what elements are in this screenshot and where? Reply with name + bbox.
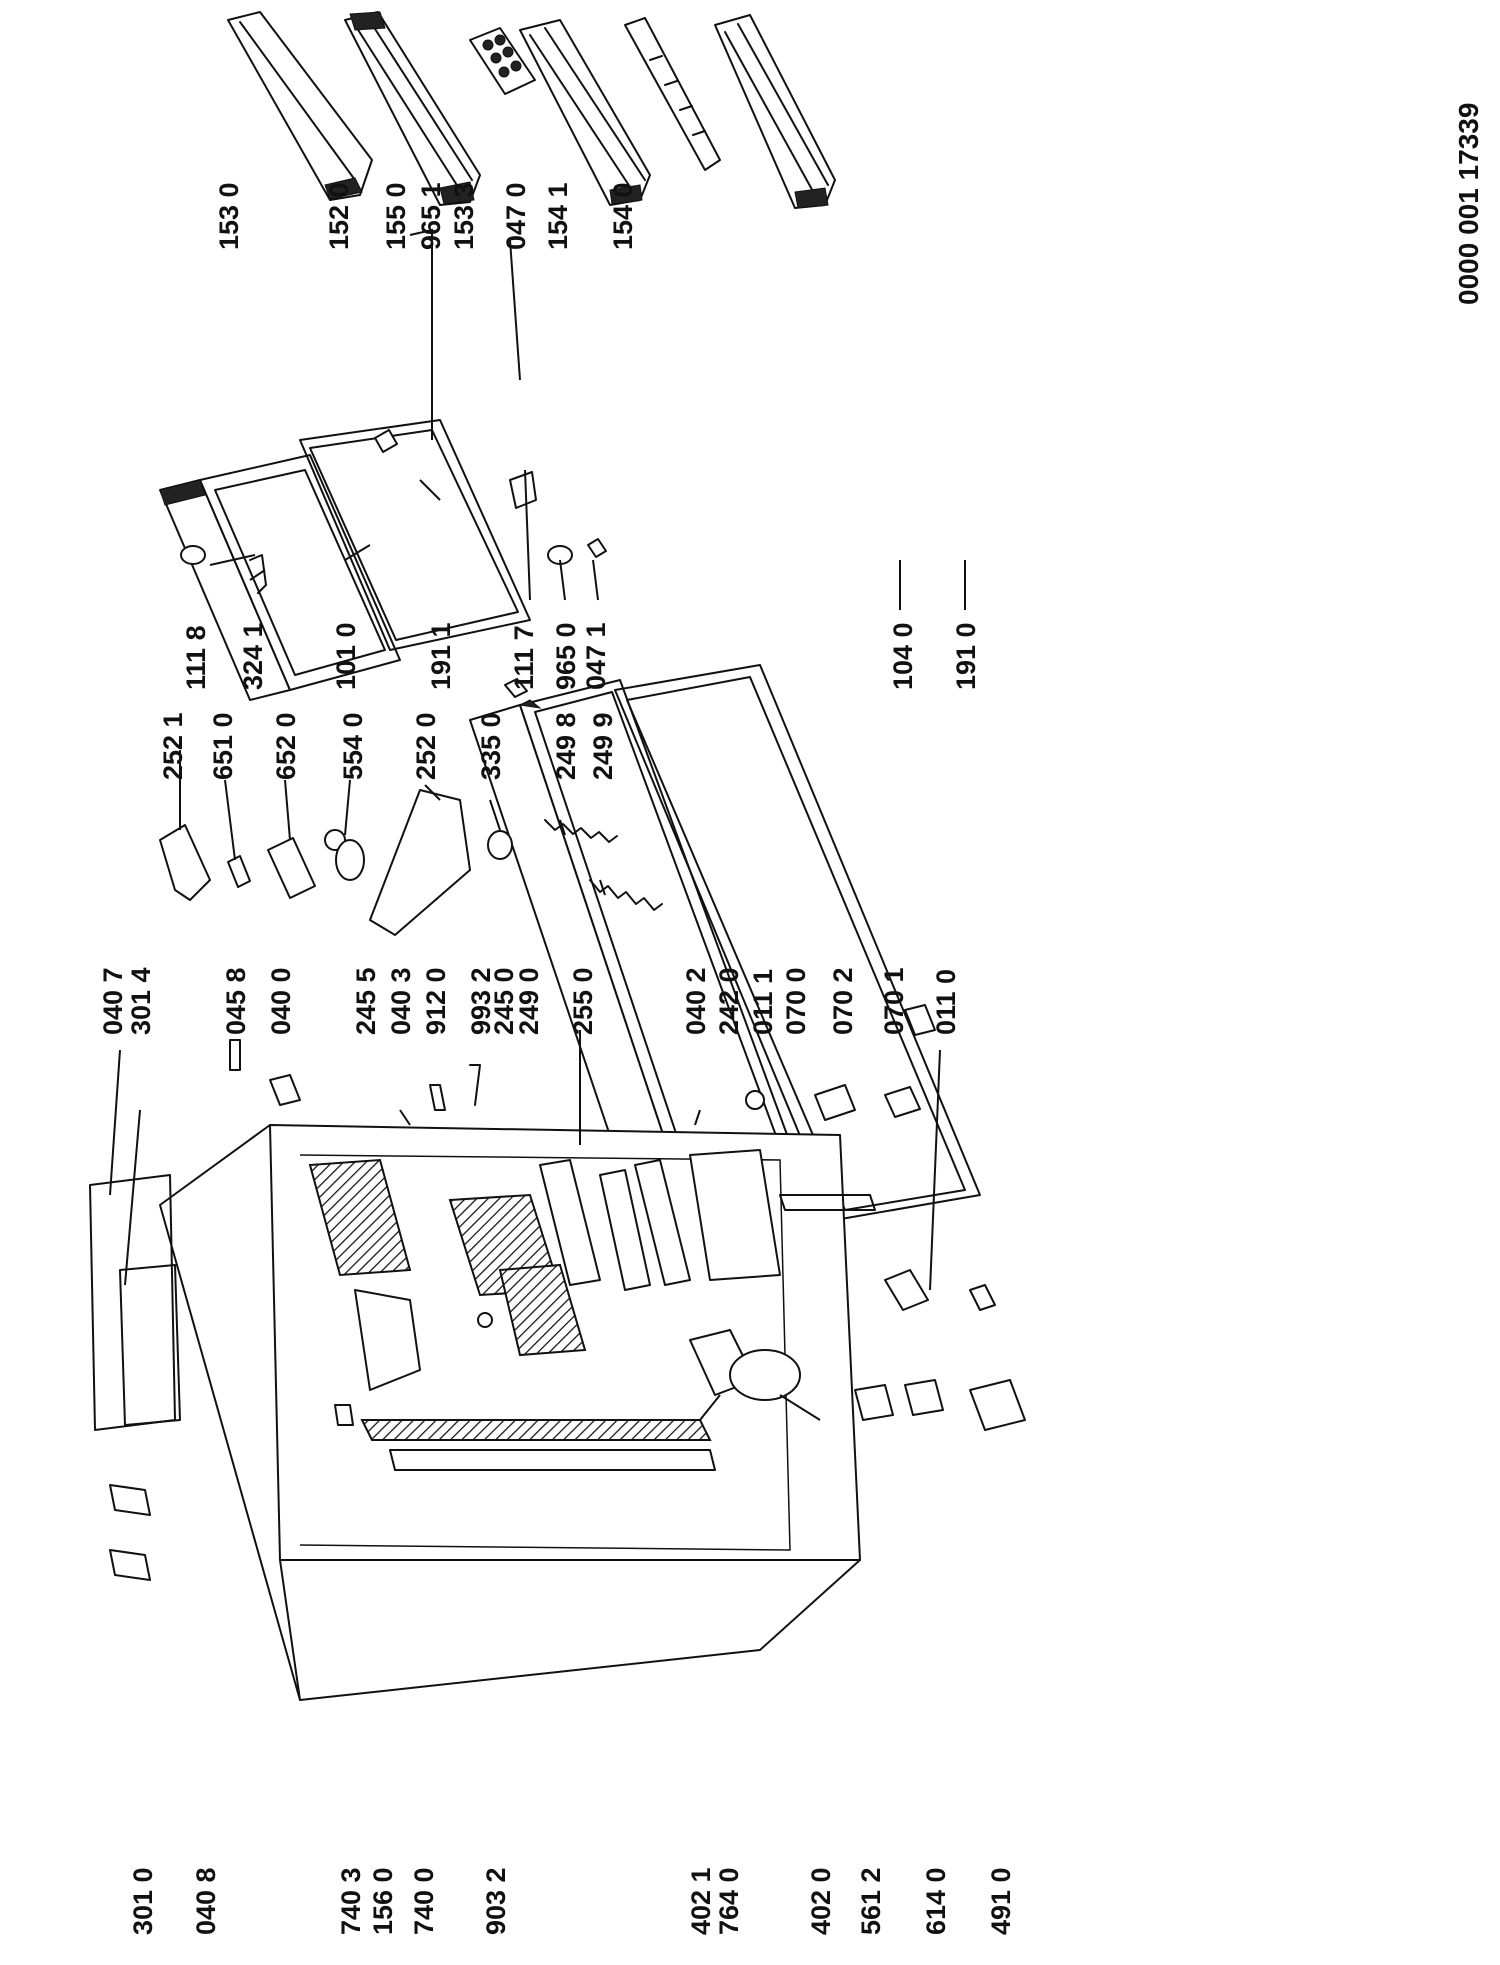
label-1910: 191 0: [951, 622, 981, 690]
cabinet-group: [89, 1004, 1026, 1701]
shelf-support-2498: [544, 819, 618, 843]
leader-lines: [109, 228, 966, 1421]
document-number: 0000 001 17339: [1453, 103, 1484, 305]
label-1117: 111 7: [509, 625, 539, 690]
egg-tray-1550: [469, 27, 536, 95]
label-0408: 040 8: [191, 1867, 221, 1935]
label-9651: 965 1: [416, 182, 446, 250]
door-shelf-1530: [227, 11, 373, 201]
door-shelves-group: [227, 11, 836, 209]
label-5540: 554 0: [338, 712, 368, 780]
label-7403: 740 3: [336, 1867, 366, 1935]
label-2455: 245 5: [351, 967, 381, 1035]
label-0702: 070 2: [828, 967, 858, 1035]
compressor-4020: [729, 1349, 801, 1401]
label-0110: 011 0: [931, 969, 961, 1035]
label-9032: 903 2: [481, 1867, 511, 1935]
label-2450: 245 0: [489, 967, 519, 1035]
thermostat-5540: [324, 829, 365, 881]
crisper-2420: [689, 1149, 781, 1281]
fridge-door-gasket-1910: [614, 664, 981, 1221]
label-0700: 070 0: [781, 967, 811, 1035]
label-4021: 402 1: [686, 1867, 716, 1935]
label-0701: 070 1: [879, 967, 909, 1035]
label-1541: 154 1: [543, 182, 573, 250]
label-3010: 301 0: [128, 1867, 158, 1935]
label-7640: 764 0: [714, 1867, 744, 1935]
kickplate-0700: [779, 1194, 876, 1211]
label-4910: 491 0: [986, 1867, 1016, 1935]
label-1040: 104 0: [888, 622, 918, 690]
label-2490: 249 0: [514, 967, 544, 1035]
label-0400: 040 0: [266, 967, 296, 1035]
thermostat-housing-2521: [159, 824, 211, 901]
label-9932: 993 2: [466, 967, 496, 1035]
label-2520: 252 0: [411, 712, 441, 780]
ice-tray: [354, 1289, 421, 1391]
label-6520: 652 0: [271, 712, 301, 780]
label-1560: 156 0: [368, 1867, 398, 1935]
label-2550: 255 0: [568, 967, 598, 1035]
label-3241: 324 1: [238, 622, 268, 690]
freezer-door-1010: [159, 454, 401, 701]
label-0458: 045 8: [221, 967, 251, 1035]
label-0471: 047 1: [581, 622, 611, 690]
label-1550: 155 0: [381, 182, 411, 250]
label-0402: 040 2: [681, 967, 711, 1035]
label-1533: 153 3: [449, 182, 479, 250]
label-2420: 242 0: [714, 967, 744, 1035]
door-shelf-1540: [714, 14, 836, 209]
label-0407: 040 7: [98, 967, 128, 1035]
label-9650: 965 0: [551, 622, 581, 690]
label-3350: 335 0: [476, 712, 506, 780]
label-6510: 651 0: [208, 712, 238, 780]
label-1010: 101 0: [331, 622, 361, 690]
label-3014: 301 4: [126, 967, 156, 1035]
label-0470: 047 0: [501, 182, 531, 250]
knob-3350: [487, 830, 513, 860]
label-2498: 249 8: [551, 712, 581, 780]
label-1911: 191 1: [426, 622, 456, 690]
label-2521: 252 1: [158, 712, 188, 780]
control-parts-group: [159, 789, 663, 936]
label-0111: 011 1: [748, 969, 778, 1035]
door-small-parts: [180, 429, 607, 698]
lamp-holder-6510: [227, 855, 251, 888]
label-5612: 561 2: [856, 1867, 886, 1935]
label-1540: 154 0: [608, 182, 638, 250]
condenser-1560: [360, 1419, 712, 1441]
label-4020: 402 0: [806, 1867, 836, 1935]
label-1520: 152 0: [324, 182, 354, 250]
label-1530: 153 0: [214, 182, 244, 250]
part-labels: 153 0 152 0 155 0 965 1 153 3 047 0 154 …: [98, 103, 1484, 1935]
bottle-retainer-1541: [624, 17, 721, 171]
label-0403: 040 3: [386, 967, 416, 1035]
label-9120: 912 0: [421, 967, 451, 1035]
door-shelf-1520: [344, 11, 481, 206]
label-2499: 249 9: [588, 712, 618, 780]
switch-6520: [267, 837, 316, 899]
door-shelf-1533: [519, 19, 651, 206]
label-7400: 740 0: [409, 1867, 439, 1935]
label-6140: 614 0: [921, 1867, 951, 1935]
fridge-door-1040: [469, 679, 801, 1196]
control-panel-2520: [369, 789, 471, 936]
label-1118: 111 8: [181, 625, 211, 690]
